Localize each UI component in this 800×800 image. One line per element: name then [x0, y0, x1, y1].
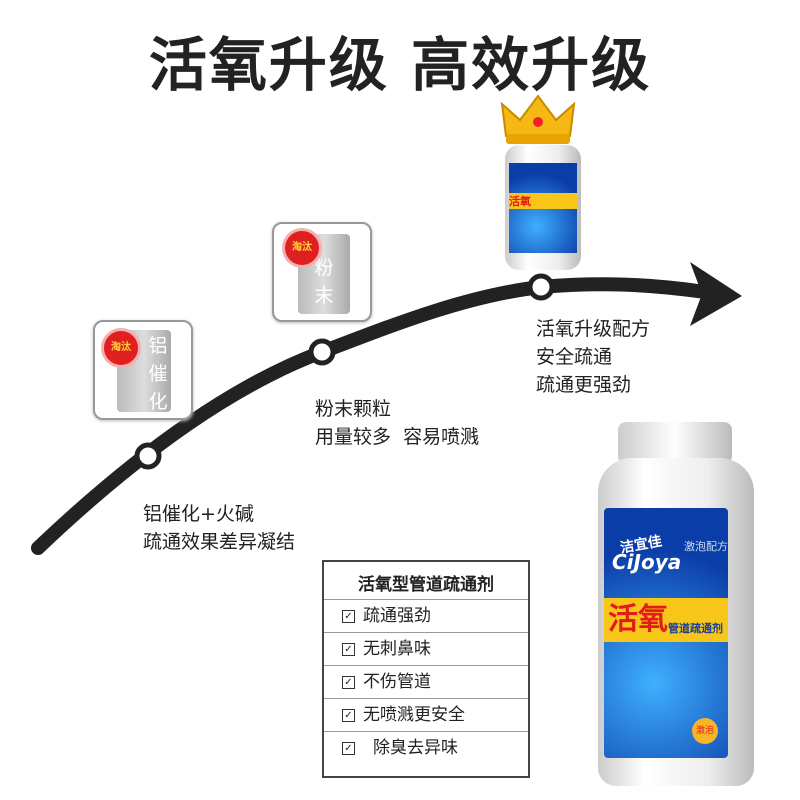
stage-3-label: 活氧升级配方 安全疏通 疏通更强劲 [536, 315, 650, 399]
eliminated-badge: 淘汰 [282, 228, 322, 268]
feature-checklist: 活氧型管道疏通剂 ✓ 疏通强劲 ✓ 无刺鼻味 ✓ 不伤管道 ✓ 无喷溅更安全 ✓ 除臭去异… [322, 560, 530, 778]
feature-text: 不伤管道 [363, 672, 431, 692]
card-text: 铝催化 [148, 335, 168, 413]
label-line: 粉末颗粒 [315, 398, 392, 420]
feature-item: ✓ 除臭去异味 [324, 732, 528, 764]
stage-2-label: 粉末颗粒 用量较多 容易喷溅 [315, 395, 479, 451]
product-name: 活氧 [509, 193, 577, 209]
checkbox-checked-icon: ✓ [342, 708, 355, 722]
brand-logo: CiJoya [612, 550, 682, 574]
bottle-cap [618, 422, 732, 464]
stage-1-label: 铝催化+火碱 疏通效果差异凝结 [143, 500, 295, 556]
large-product-bottle: 洁宜佳 CiJoya 激泡配方 活氧 管道疏通剂 激泡 [598, 458, 754, 786]
checkbox-checked-icon: ✓ [342, 609, 355, 623]
foam-badge: 激泡 [692, 718, 718, 744]
powder-card: 粉末 淘汰 [272, 222, 372, 322]
label-line: 疏通更强劲 [536, 374, 632, 396]
label-line: 铝催化+火碱 [143, 503, 254, 525]
eliminated-badge: 淘汰 [101, 328, 141, 368]
checkbox-checked-icon: ✓ [342, 741, 355, 755]
product-big-name: 活氧 [604, 598, 728, 642]
headline: 活氧升级 高效升级 [148, 31, 652, 99]
feature-text: 除臭去异味 [373, 738, 458, 758]
label-line: 疏通效果差异凝结 [143, 531, 296, 553]
arrow-head-icon [690, 262, 742, 326]
small-product-bottle: 活氧 [505, 145, 581, 270]
formula-text: 激泡配方 [684, 540, 728, 553]
milestone-dot [527, 273, 555, 301]
checkbox-checked-icon: ✓ [342, 642, 355, 656]
feature-text: 疏通强劲 [363, 606, 431, 626]
feature-item: ✓ 不伤管道 [324, 666, 528, 699]
card-text: 粉末 [314, 257, 334, 307]
feature-text: 无刺鼻味 [363, 639, 431, 659]
label-line: 安全疏通 [536, 346, 613, 368]
milestone-dot [134, 442, 162, 470]
milestone-dot [308, 338, 336, 366]
feature-item: ✓ 疏通强劲 [324, 600, 528, 633]
product-sub-name: 管道疏通剂 [668, 622, 723, 635]
checkbox-checked-icon: ✓ [342, 675, 355, 689]
label-line: 用量较多 容易喷溅 [315, 426, 480, 448]
checklist-heading: 活氧型管道疏通剂 [324, 562, 528, 600]
label-line: 活氧升级配方 [536, 318, 651, 340]
feature-text: 无喷溅更安全 [363, 705, 465, 725]
feature-item: ✓ 无刺鼻味 [324, 633, 528, 666]
crown-icon [500, 94, 576, 144]
aluminum-catalyst-card: 铝催化 淘汰 [93, 320, 193, 420]
feature-item: ✓ 无喷溅更安全 [324, 699, 528, 732]
